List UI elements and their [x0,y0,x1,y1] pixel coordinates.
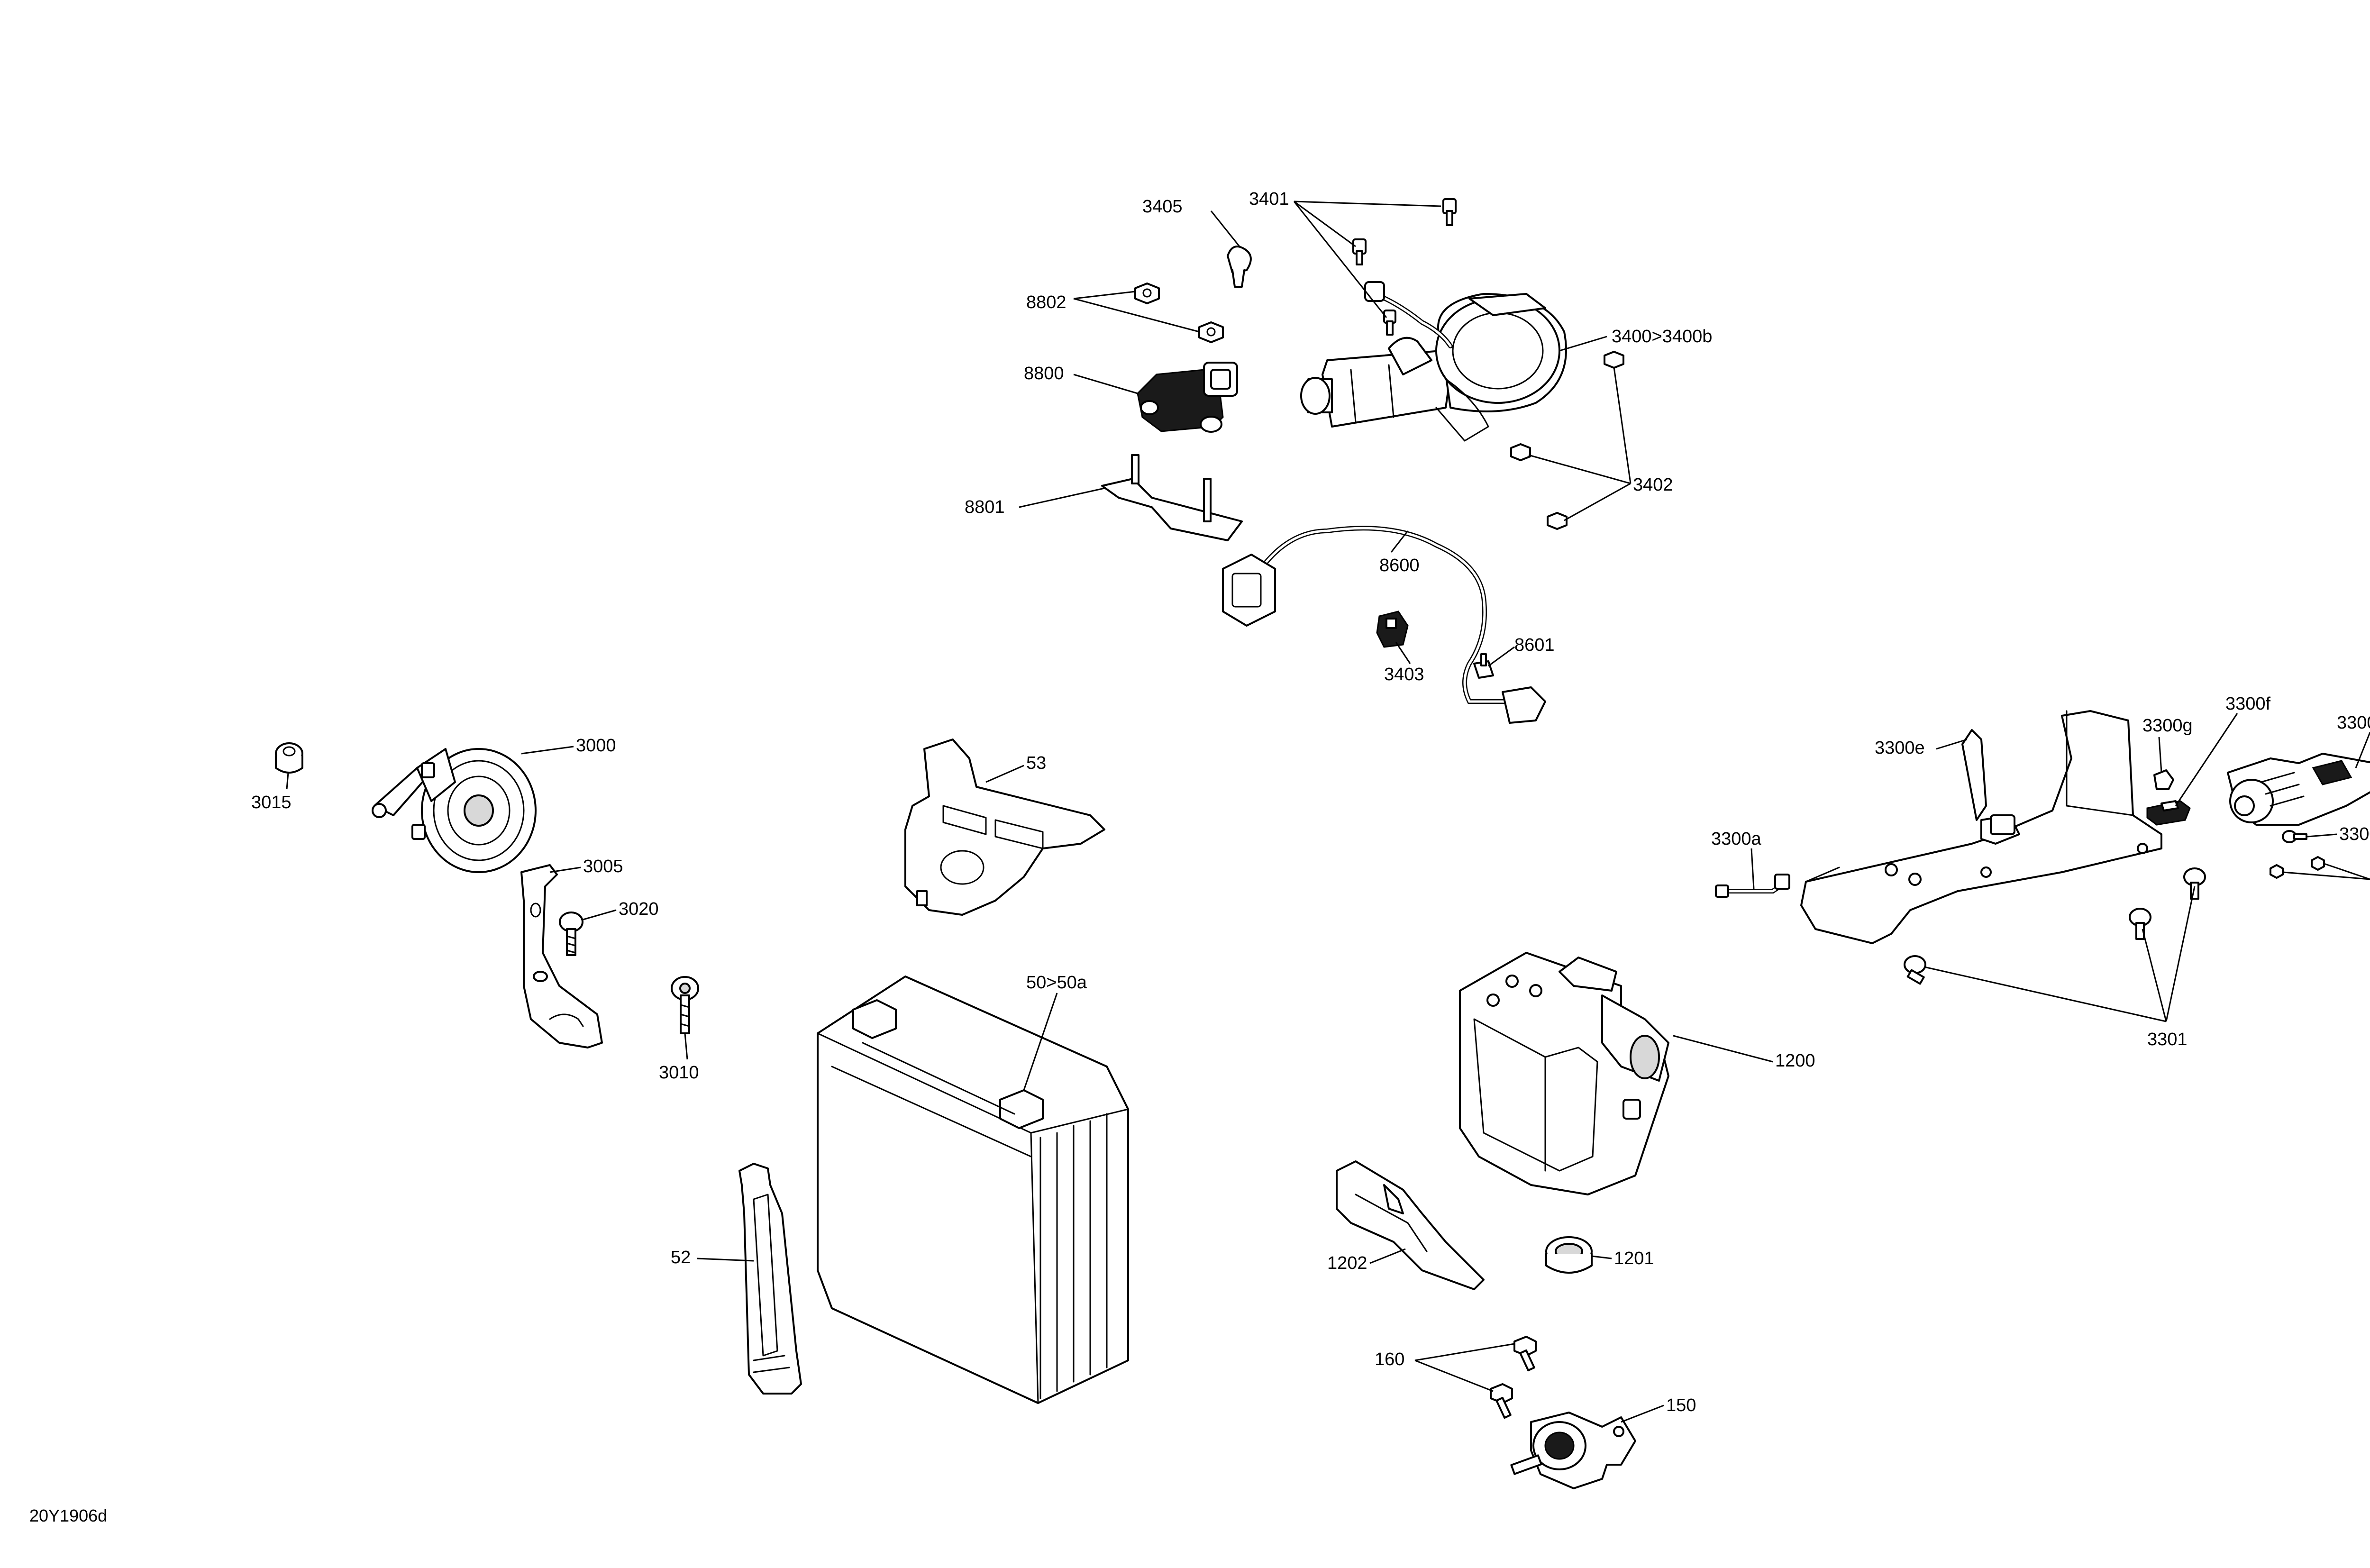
callout-3300a: 3300a [1711,829,1762,849]
callout-1201: 1201 [1614,1249,1654,1268]
screw-3300d [2282,830,2307,843]
callout-3300f: 3300f [2225,694,2271,714]
bolt-3301-c [1904,955,1926,985]
screw-3401-mid [1352,238,1367,265]
callout-160: 160 [1375,1349,1404,1369]
strap-52 [738,1163,802,1395]
actuator-3300b [2227,753,2370,826]
latch-3300f [2146,800,2191,826]
bracket-8801 [1101,454,1243,541]
callout-3400: 3400>3400b [1612,327,1712,346]
nut-8802-a [1134,283,1160,304]
clip-8601 [1473,653,1494,679]
callout-8801: 8801 [965,497,1005,517]
callout-150: 150 [1666,1395,1696,1415]
callout-3403: 3403 [1384,665,1424,684]
callout-3401: 3401 [1249,189,1289,209]
callout-50: 50>50a [1026,973,1087,993]
bracket-53 [904,738,1105,916]
bracket-3300e [1800,710,2162,944]
callout-53: 53 [1026,753,1046,773]
callout-8601: 8601 [1514,635,1555,655]
wiper-motor-wire [1364,281,1453,348]
callout-3020: 3020 [619,899,659,919]
bolt-160-b [1490,1383,1513,1419]
battery-50 [817,975,1129,1404]
bolt-3301-a [2183,867,2206,900]
screw-3401-top [1442,198,1457,226]
nut-3300c-b [2270,864,2284,879]
callout-1200: 1200 [1775,1051,1815,1071]
callout-52: 52 [671,1248,691,1267]
bolt-160-a [1513,1336,1537,1372]
wire-3300a [1715,874,1790,898]
wiper-motor [1300,293,1567,442]
callout-3405: 3405 [1142,197,1183,217]
callout-3300b: 3300b [2337,713,2370,733]
callout-3005: 3005 [583,857,623,876]
clip-3300g [2153,769,2174,790]
bolt-3020 [559,912,583,956]
grommet-1201 [1545,1236,1593,1274]
bracket-1202 [1336,1160,1485,1290]
nut-3300c-a [2311,856,2325,871]
abs-module-1200 [1459,952,1669,1195]
callout-3010: 3010 [659,1063,699,1083]
callout-3300d: 3300d [2339,824,2370,844]
nut-3015 [275,742,303,774]
bolt-3010 [671,976,699,1034]
diagram-code: 20Y1906d [29,1506,107,1525]
callout-3000: 3000 [576,736,616,756]
leader-lines [286,201,2370,1423]
callout-3015: 3015 [251,793,292,812]
callout-3300g: 3300g [2142,716,2193,736]
nut-3402-c [1547,512,1568,530]
callout-3301: 3301 [2147,1030,2188,1049]
nut-8802-b [1198,321,1224,343]
callout-8802: 8802 [1026,292,1066,312]
bracket-3005 [520,864,603,1048]
horn-3000 [372,748,537,873]
callout-8800: 8800 [1024,364,1064,383]
callout-8600: 8600 [1379,556,1420,575]
callout-labels: 3405 3401 8802 3400>3400b 8800 3402 8801… [251,189,2370,1415]
screw-3401-low [1383,310,1396,336]
sensor-8800 [1137,362,1238,433]
bolt-3301-b [2129,908,2151,940]
callout-3300e: 3300e [1875,738,1925,758]
callout-3402: 3402 [1633,475,1673,495]
connector-3403 [1376,611,1409,648]
harness-8600 [1222,526,1546,724]
nut-3402-b [1510,443,1531,461]
nut-3402-a [1604,351,1624,369]
callout-1202: 1202 [1327,1253,1367,1273]
clip-3405 [1227,246,1252,288]
relay-150 [1510,1412,1636,1489]
